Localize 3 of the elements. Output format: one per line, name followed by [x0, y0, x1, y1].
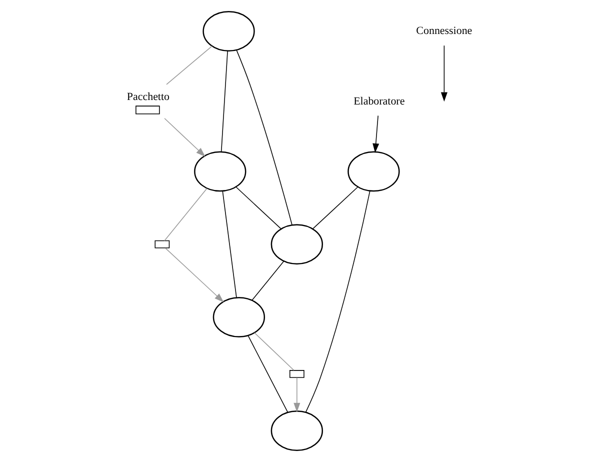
node-text: Elaboratore	[354, 95, 405, 108]
node-text: Connessione	[416, 25, 472, 38]
node-label: Pacchetto	[126, 90, 170, 103]
